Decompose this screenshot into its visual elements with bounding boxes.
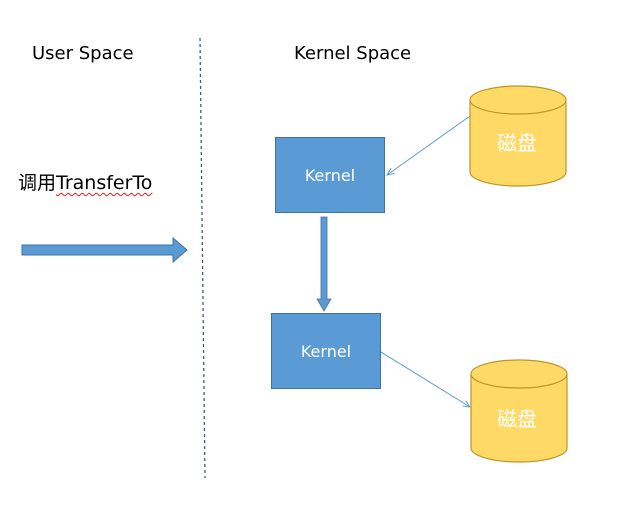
disk-to-kernel-connector (387, 115, 471, 175)
call-function-name: TransferTo (56, 172, 153, 194)
kernel-box-bottom: Kernel (271, 313, 381, 389)
kernel-box-top: Kernel (275, 137, 385, 213)
disk-bottom-label: 磁盘 (497, 407, 537, 431)
kernel-box-top-label: Kernel (304, 165, 356, 185)
kernel-transfer-arrow (316, 216, 332, 312)
kernel-to-disk-connector (380, 351, 470, 407)
call-prefix: 调用 (18, 172, 57, 194)
disk-bottom-cylinder-icon (470, 359, 568, 463)
user-space-label: User Space (32, 43, 134, 64)
disk-top-cylinder-icon (469, 85, 567, 187)
kernel-space-label: Kernel Space (294, 43, 412, 64)
call-arrow (21, 236, 188, 264)
kernel-box-bottom-label: Kernel (300, 341, 352, 361)
disk-top-label: 磁盘 (497, 131, 537, 155)
space-divider-line (199, 37, 206, 479)
call-transferto-label: 调用TransferTo (18, 168, 152, 195)
